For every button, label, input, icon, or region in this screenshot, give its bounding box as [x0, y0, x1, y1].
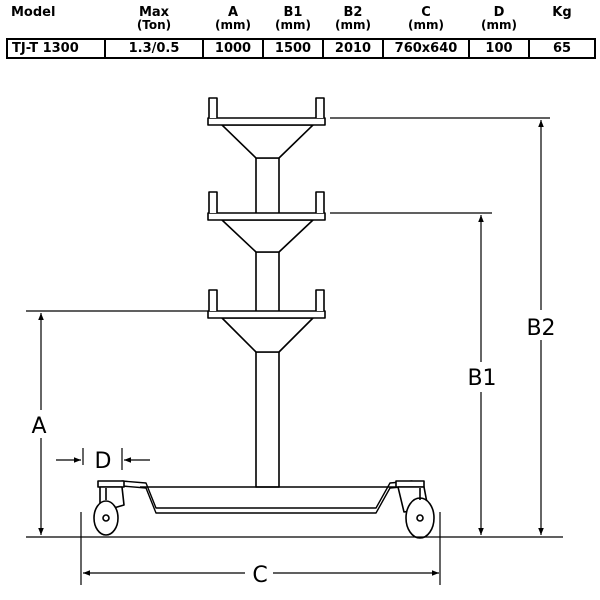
header-b1: B1(mm)	[275, 5, 311, 32]
spec-header-row: Model Max(Ton) A(mm) B1(mm) B2(mm) C(mm)…	[7, 2, 595, 39]
label-a: A	[31, 414, 46, 439]
stand-drawing	[93, 97, 435, 539]
cell-model: TJ-T 1300	[6, 38, 106, 59]
support-tier-top	[207, 97, 326, 159]
cell-kg: 65	[528, 38, 596, 59]
caster-right	[395, 480, 435, 539]
cell-b2: 2010	[322, 38, 384, 59]
header-kg: Kg	[552, 5, 572, 20]
caster-left	[93, 480, 125, 536]
spec-row: TJ-T 1300 1.3/0.5 1000 1500 2010 760x640…	[6, 38, 596, 59]
header-max: Max(Ton)	[136, 5, 172, 32]
cell-b1: 1500	[262, 38, 324, 59]
header-d: D(mm)	[481, 5, 517, 32]
header-model: Model	[11, 5, 56, 20]
label-b1: B1	[467, 366, 496, 391]
cell-d: 100	[468, 38, 530, 59]
cell-max: 1.3/0.5	[104, 38, 204, 59]
header-c: C(mm)	[408, 5, 444, 32]
header-b2: B2(mm)	[335, 5, 371, 32]
spec-table: Model Max(Ton) A(mm) B1(mm) B2(mm) C(mm)…	[6, 2, 596, 59]
center-column	[255, 124, 280, 488]
support-tier-middle	[207, 191, 326, 253]
cell-a: 1000	[202, 38, 264, 59]
label-d: D	[95, 449, 112, 474]
label-c: C	[252, 563, 267, 588]
cell-c: 760x640	[382, 38, 470, 59]
header-a: A(mm)	[215, 5, 251, 32]
support-tier-bottom	[207, 289, 326, 353]
label-b2: B2	[526, 316, 555, 341]
